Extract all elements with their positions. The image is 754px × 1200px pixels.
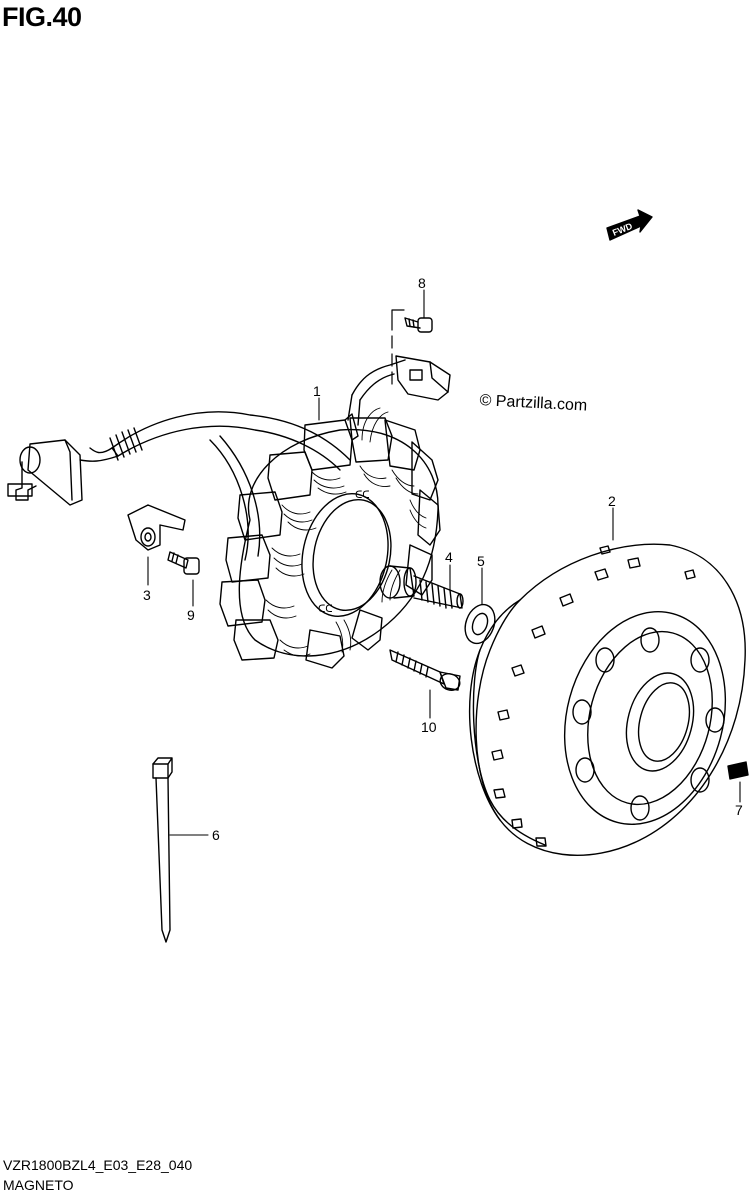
bolt-8 — [404, 317, 433, 333]
section-name: MAGNETO — [3, 1177, 74, 1193]
wire-wrap — [109, 427, 143, 461]
bolt-4 — [379, 565, 464, 609]
stator-poles — [219, 413, 441, 669]
callout-9: 9 — [187, 607, 195, 623]
wire-harness — [79, 411, 351, 561]
bolt-9 — [167, 551, 200, 575]
bracket-3 — [127, 504, 186, 551]
callout-3: 3 — [143, 587, 151, 603]
stator-coil-assembly: ᑕᑕ ᑕᑕ — [219, 407, 441, 669]
rotor-magnet-slots — [491, 545, 696, 847]
callout-10: 10 — [421, 719, 437, 735]
washer-5 — [464, 603, 496, 645]
forward-arrow-icon: FWD — [606, 209, 653, 241]
fwd-label: FWD — [611, 221, 634, 238]
callout-2: 2 — [608, 493, 616, 509]
callout-6: 6 — [212, 827, 220, 843]
leader-lines — [147, 289, 741, 836]
callout-8: 8 — [418, 275, 426, 291]
callout-4: 4 — [445, 549, 453, 565]
wire-connector-top — [347, 355, 451, 426]
wire-connector-left — [7, 439, 83, 506]
model-code: VZR1800BZL4_E03_E28_040 — [3, 1157, 193, 1173]
magneto-rotor — [468, 543, 746, 856]
callout-7: 7 — [735, 802, 743, 818]
figure-title: FIG.40 — [2, 2, 82, 32]
svg-text:ᑕᑕ: ᑕᑕ — [355, 490, 370, 501]
winding-lines — [265, 407, 427, 657]
key-7 — [727, 761, 749, 780]
callout-5: 5 — [477, 553, 485, 569]
bolt-10 — [389, 649, 461, 691]
svg-text:ᑕᑕ: ᑕᑕ — [318, 604, 333, 615]
cable-tie-6 — [152, 757, 173, 943]
callout-1: 1 — [313, 383, 321, 399]
